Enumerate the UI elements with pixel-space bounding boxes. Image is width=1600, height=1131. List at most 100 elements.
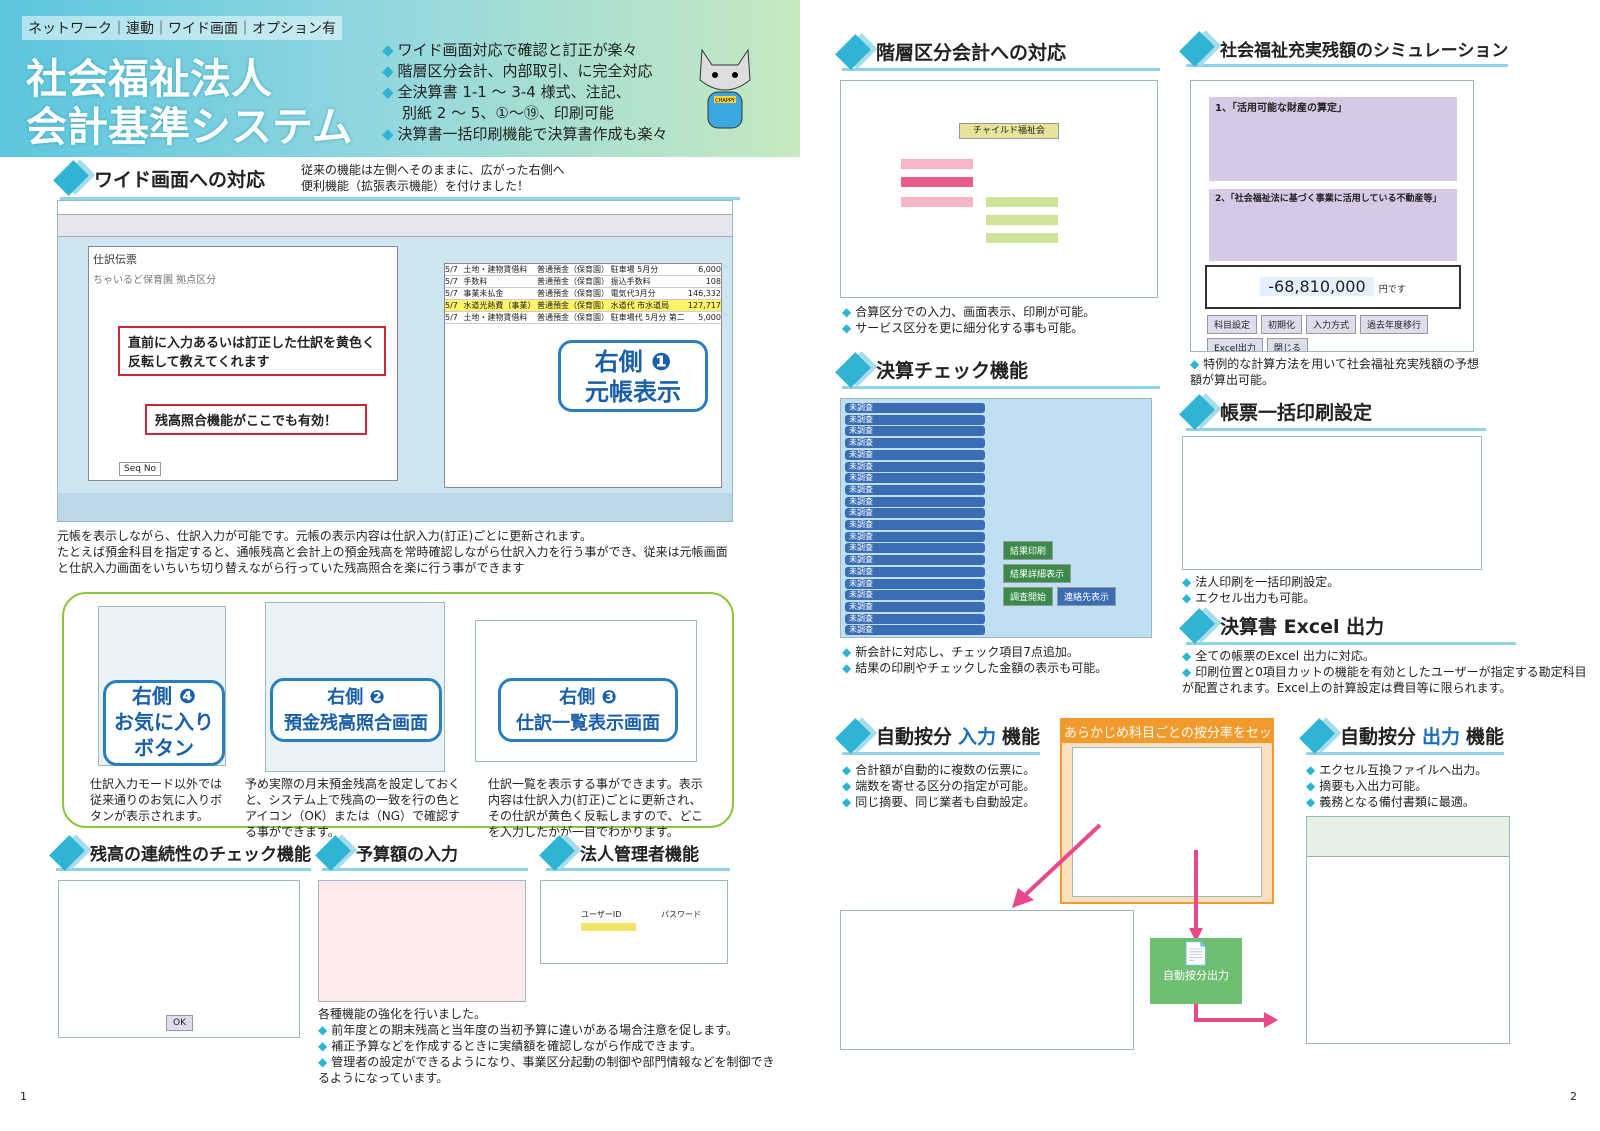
- n: ❸: [601, 687, 617, 708]
- pw-label: パスワード: [661, 910, 701, 919]
- check-item[interactable]: 未調査: [845, 613, 985, 624]
- auto-input-bullets: 合計額が自動的に複数の伝票に。端数を寄せる区分の指定が可能。同じ摘要、同じ業者も…: [842, 762, 1035, 810]
- wide-subtitle: 従来の機能は左側へそのままに、広がった右側へ便利機能（拡張表示機能）を付けました…: [301, 162, 565, 194]
- ledger-cell: 水道光熱費（事業）: [463, 301, 536, 310]
- preset-banner: あらかじめ科目ごとの按分率をセット: [1062, 720, 1272, 743]
- past-year-button[interactable]: 過去年度移行: [1360, 315, 1429, 334]
- b: エクセル出力も可能。: [1182, 590, 1339, 606]
- ledger-cell: 6,000: [698, 265, 721, 274]
- ledger-cell: 146,332: [687, 289, 721, 298]
- title-text: ワイド画面への対応: [94, 168, 266, 191]
- check-item[interactable]: 未調査: [845, 426, 985, 437]
- t: 残高の連続性のチェック機能: [90, 845, 311, 865]
- check-item[interactable]: 未調査: [845, 578, 985, 589]
- batch-screenshot: [1182, 436, 1482, 570]
- auto-input-section-title: 自動按分入力機能: [835, 717, 1041, 755]
- reset-button[interactable]: 初期化: [1261, 315, 1303, 334]
- input-mode-button[interactable]: 入力方式: [1306, 315, 1357, 334]
- excel-section-title: 決算書 Excel 出力: [1179, 607, 1516, 645]
- seq-no-field[interactable]: Seq No: [119, 462, 162, 476]
- b: 結果の印刷やチェックした金額の表示も可能。: [842, 660, 1107, 676]
- main-title: 社会福祉法人会計基準システム: [26, 55, 353, 151]
- sub2: 便利機能（拡張表示機能）を付けました！: [301, 179, 530, 193]
- account-setting-button[interactable]: 科目設定: [1207, 315, 1258, 334]
- intro: 各種機能の強化を行いました。: [318, 1007, 487, 1021]
- unit: 円です: [1378, 285, 1406, 295]
- diamond-icon: [1299, 717, 1335, 754]
- check-item[interactable]: 未調査: [845, 414, 985, 425]
- check-item[interactable]: 未調査: [845, 449, 985, 460]
- check-item[interactable]: 未調査: [845, 531, 985, 542]
- preset-ratio-panel: あらかじめ科目ごとの按分率をセット: [1060, 718, 1274, 904]
- check-item[interactable]: 未調査: [845, 601, 985, 612]
- check-item[interactable]: 未調査: [845, 625, 985, 636]
- balance-check-callout: 残高照合機能がここでも有効！: [145, 404, 367, 435]
- auto-input-screenshot: [840, 910, 1134, 1050]
- wide-section-title: ワイド画面への対応 従来の機能は左側へそのままに、広がった右側へ便利機能（拡張表…: [53, 160, 740, 200]
- check-item[interactable]: 未調査: [845, 496, 985, 507]
- excel-output-button[interactable]: Excel出力: [1207, 338, 1263, 351]
- check-item[interactable]: 未調査: [845, 438, 985, 449]
- ledger-cell: 振込手数料: [610, 277, 651, 286]
- l: 右側: [559, 687, 596, 708]
- l: 右側: [327, 687, 364, 708]
- check-item[interactable]: 未調査: [845, 461, 985, 472]
- check-item[interactable]: 未調査: [845, 566, 985, 577]
- extended-features-frame: [62, 592, 734, 828]
- hier-bullets: 合算区分での入力、画面表示、印刷が可能。サービス区分を更に細分化する事も可能。: [842, 304, 1095, 336]
- check-item[interactable]: 未調査: [845, 520, 985, 530]
- result-detail-button[interactable]: 結果詳細表示: [1003, 564, 1072, 583]
- excel-bullets: 全ての帳票のExcel 出力に対応。印刷位置と0項目カットの機能を有効としたユー…: [1182, 648, 1587, 696]
- feature: 全決算書 1-1 ～ 3-4 様式、注記、: [382, 82, 668, 103]
- print-result-button[interactable]: 結果印刷: [1003, 541, 1054, 560]
- t: 入力: [958, 726, 997, 748]
- excel-sheet-screenshot: [1306, 816, 1510, 1044]
- ledger-cell: 普通預金（保育園）: [537, 277, 609, 286]
- t: 元帳表示: [585, 378, 681, 406]
- b: 印刷位置と0項目カットの機能を有効としたユーザーが指定する勘定科目が配置されます…: [1182, 664, 1587, 696]
- ok-button[interactable]: OK: [166, 1015, 193, 1031]
- check-item[interactable]: 未調査: [845, 543, 985, 554]
- admin-section-title: 法人管理者機能: [539, 834, 730, 871]
- ledger-cell: 5/7: [445, 277, 458, 286]
- continuity-section-title: 残高の連続性のチェック機能: [49, 834, 311, 871]
- b: 摘要も入出力可能。: [1306, 778, 1487, 794]
- feature: 決算書一括印刷機能で決算書作成も楽々: [382, 124, 668, 145]
- t: 預金残高照合画面: [284, 713, 428, 734]
- check-section-title: 決算チェック機能: [835, 351, 1160, 389]
- page-number-right: 2: [1570, 1090, 1577, 1103]
- ledger-cell: 5/7: [445, 265, 458, 274]
- hier-section-title: 階層区分会計への対応: [835, 33, 1160, 71]
- sim-section-title: 社会福祉充実残額のシミュレーション: [1179, 30, 1509, 67]
- check-item[interactable]: 未調査: [845, 473, 985, 484]
- check-screenshot: 結果印刷結果詳細表示調査開始連絡先表示 未調査未調査未調査未調査未調査未調査未調…: [840, 398, 1152, 638]
- title-line1: 社会福祉法人: [26, 55, 272, 103]
- check-item[interactable]: 未調査: [845, 555, 985, 566]
- b: 端数を寄せる区分の指定が可能。: [842, 778, 1035, 794]
- batch-bullets: 法人印刷を一括印刷設定。エクセル出力も可能。: [1182, 574, 1339, 606]
- preset-screenshot: [1072, 747, 1262, 897]
- start-check-button[interactable]: 調査開始: [1003, 587, 1054, 606]
- heading2: 2、「社会福祉法に基づく事業に活用している不動産等」: [1209, 189, 1457, 261]
- b: 合算区分での入力、画面表示、印刷が可能。: [842, 304, 1095, 320]
- check-item[interactable]: 未調査: [845, 508, 985, 519]
- contact-button[interactable]: 連絡先表示: [1057, 587, 1117, 606]
- check-item[interactable]: 未調査: [845, 403, 985, 413]
- check-item[interactable]: 未調査: [845, 484, 985, 495]
- b: 特例的な計算方法を用いて社会福祉充実残額の予想額が算出可能。: [1190, 356, 1480, 388]
- b: 義務となる備付書類に最適。: [1306, 794, 1487, 810]
- heading1: 1、「活用可能な財産の算定」: [1209, 97, 1457, 181]
- t: 帳票一括印刷設定: [1220, 402, 1373, 424]
- t: 法人管理者機能: [580, 845, 699, 865]
- arrow-icon: [1010, 820, 1110, 910]
- sub1: 従来の機能は左側へそのままに、広がった右側へ: [301, 163, 565, 177]
- hier-screenshot: チャイルド福祉会: [840, 80, 1158, 298]
- n: ❹: [179, 684, 196, 708]
- n: ❶: [651, 348, 672, 376]
- check-item[interactable]: 未調査: [845, 590, 985, 601]
- close-button[interactable]: 閉じる: [1266, 338, 1308, 351]
